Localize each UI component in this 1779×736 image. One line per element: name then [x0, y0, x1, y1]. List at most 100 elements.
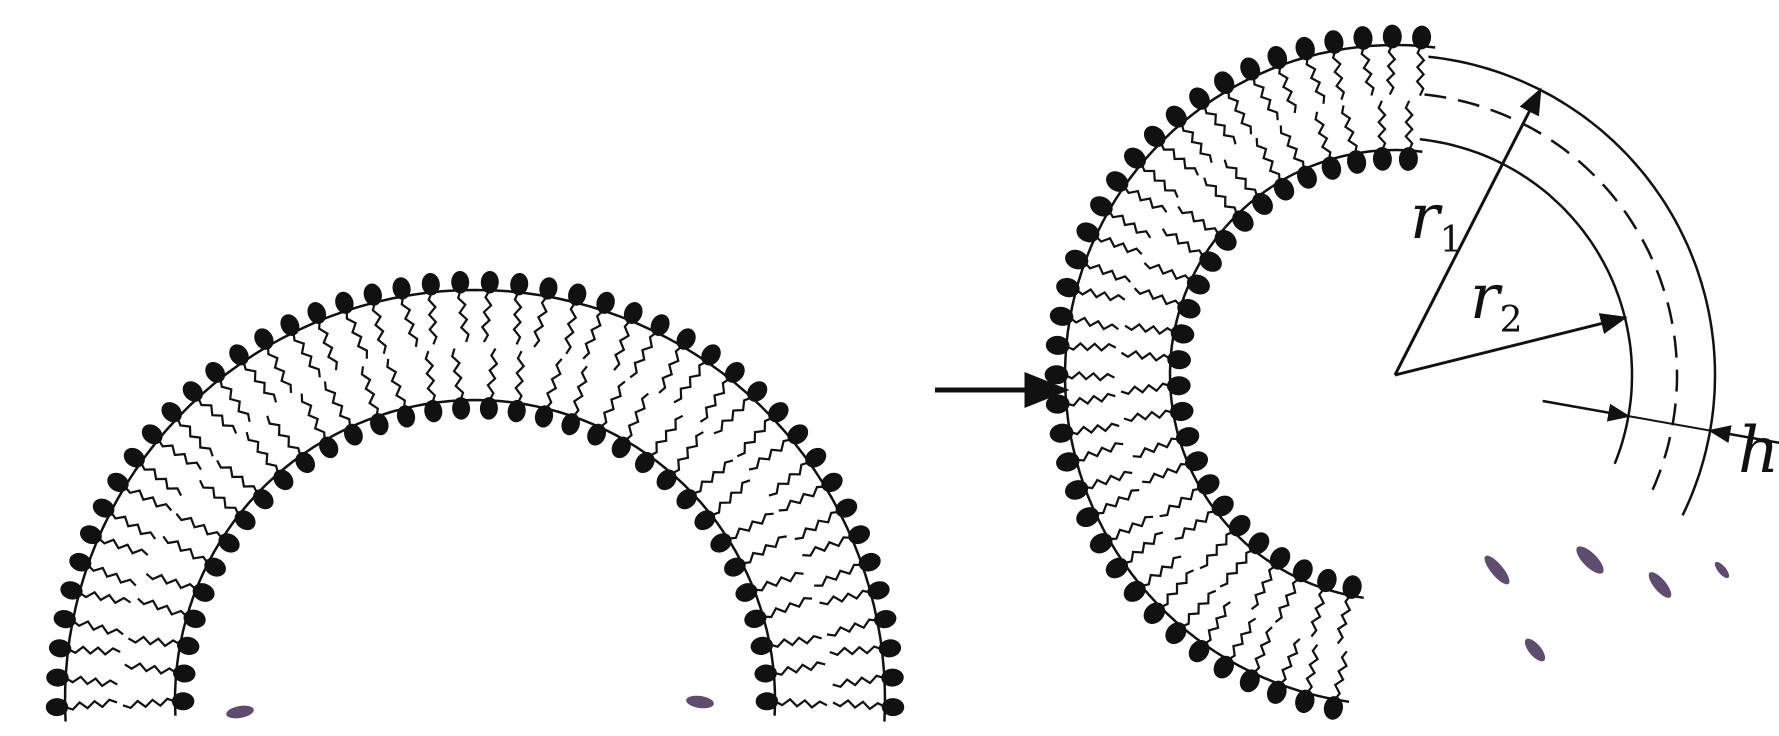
lipid-head-inner — [1319, 154, 1344, 182]
lipid-tail-outer — [458, 290, 468, 342]
lipid-tail-inner — [625, 394, 648, 441]
lipid-tail-outer — [429, 292, 437, 344]
lipid-tail-inner — [1178, 207, 1219, 236]
lipid-head-outer — [361, 281, 384, 307]
lipid-tail-inner — [693, 460, 733, 493]
lipid-head-outer — [594, 289, 618, 316]
lipid-tail-outer — [779, 487, 825, 511]
lipid-tail-outer — [1387, 45, 1395, 95]
lipid-tail-outer — [583, 311, 603, 359]
lipid-head-inner — [341, 421, 367, 449]
lipid-tail-inner — [1257, 138, 1280, 182]
lipid-head-inner — [721, 554, 749, 580]
lipid-head-outer — [1161, 101, 1191, 131]
lipid-tail-inner — [728, 514, 774, 539]
lipid-head-outer — [818, 469, 847, 496]
lipid-tail-inner — [123, 699, 175, 708]
lipid-tail-outer — [1333, 50, 1344, 99]
lipid-head-outer — [1161, 618, 1191, 648]
lipid-tail-inner — [1406, 101, 1413, 150]
lipid-head-outer — [1236, 666, 1263, 696]
lipid-tail-outer — [1205, 106, 1236, 145]
lipid-tail-outer — [814, 565, 862, 586]
lipid-tail-outer — [1229, 90, 1252, 134]
lipid-tail-inner — [600, 382, 625, 428]
lipid-tail-inner — [1175, 511, 1216, 539]
smudge-mark — [1713, 560, 1732, 580]
lipid-tail-inner — [1142, 464, 1189, 482]
lipid-tail-inner — [672, 432, 703, 474]
lipid-tail-outer — [700, 379, 729, 422]
lipid-tail-outer — [1066, 394, 1115, 406]
vesicle-bilayer — [1045, 25, 1436, 722]
lipid-tail-outer — [1204, 602, 1230, 644]
lipid-tail-outer — [1182, 123, 1212, 163]
lipid-tail-outer — [220, 379, 249, 422]
lipid-tail-outer — [802, 537, 851, 555]
lipid-tail-inner — [1252, 566, 1276, 610]
lipid-tail-inner — [302, 394, 325, 441]
lipid-tail-inner — [1342, 105, 1357, 153]
print-smudges — [225, 542, 1731, 720]
lipid-tail-inner — [1200, 532, 1234, 569]
lipid-head-inner — [1289, 556, 1316, 586]
lipid-tail-inner — [1135, 288, 1181, 306]
lipid-head-outer — [1102, 553, 1132, 582]
lipid-tail-outer — [1228, 619, 1256, 660]
lipid-tail-outer — [1076, 290, 1125, 301]
lipid-tail-inner — [1379, 101, 1385, 151]
lipid-head-outer — [1073, 219, 1103, 246]
lipid-head-inner — [733, 580, 761, 605]
lipid-tail-outer — [347, 311, 367, 359]
lipid-head-outer — [58, 579, 84, 602]
lipid-tail-outer — [830, 647, 882, 655]
lipid-tail-outer — [827, 620, 877, 636]
lipid-tail-inner — [217, 460, 257, 493]
lipid-tail-inner — [763, 598, 812, 617]
lipid-tail-outer — [1109, 211, 1150, 238]
lipid-head-inner — [756, 692, 779, 710]
lipid-head-inner — [231, 506, 260, 534]
lipid-tail-outer — [158, 439, 201, 469]
r1-subscript: 1 — [1440, 220, 1463, 261]
lipid-tail-outer — [1279, 66, 1295, 113]
lipid-tail-outer — [1124, 533, 1163, 564]
lipid-head-outer — [673, 325, 700, 354]
lipid-head-outer — [1210, 68, 1238, 98]
lipid-tail-outer — [1141, 557, 1181, 586]
lipid-head-outer — [1264, 678, 1290, 707]
lipid-tail-inner — [1338, 596, 1351, 644]
lipid-head-outer — [1293, 35, 1318, 63]
lipid-head-inner — [291, 448, 319, 477]
lipid-tail-outer — [88, 565, 136, 586]
lipid-tail-inner — [200, 480, 239, 515]
lipid-tail-outer — [1362, 47, 1374, 96]
lipid-head-inner — [1293, 162, 1320, 191]
lipid-tail-outer — [178, 418, 213, 457]
lipid-tail-inner — [325, 382, 350, 428]
lipid-head-outer — [856, 550, 883, 574]
lipid-tail-inner — [1121, 384, 1170, 394]
lipid-head-inner — [608, 433, 635, 461]
lipid-tail-outer — [1070, 318, 1118, 330]
lipid-tail-inner — [488, 349, 497, 401]
lipid-head-inner — [172, 692, 195, 710]
lipid-head-outer — [225, 341, 253, 370]
lipid-head-outer — [201, 358, 229, 387]
lipid-tail-inner — [516, 351, 524, 403]
lipid-head-outer — [1073, 503, 1103, 530]
lipid-head-outer — [1045, 365, 1069, 384]
lipid-head-outer — [67, 550, 94, 574]
lipid-head-inner — [1207, 491, 1237, 521]
lipid-tail-inner — [1281, 125, 1304, 169]
lipid-head-outer — [1185, 83, 1214, 113]
lipid-tail-outer — [73, 621, 123, 635]
lipid-tail-outer — [98, 538, 147, 555]
lipid-tail-outer — [795, 512, 839, 539]
lipid-tail-outer — [373, 302, 386, 353]
lipid-tail-inner — [1204, 178, 1237, 215]
lipid-tail-outer — [820, 591, 871, 605]
h-arrow-in — [1543, 401, 1629, 416]
smudge-mark — [685, 694, 714, 710]
lipid-tail-inner — [573, 366, 587, 416]
